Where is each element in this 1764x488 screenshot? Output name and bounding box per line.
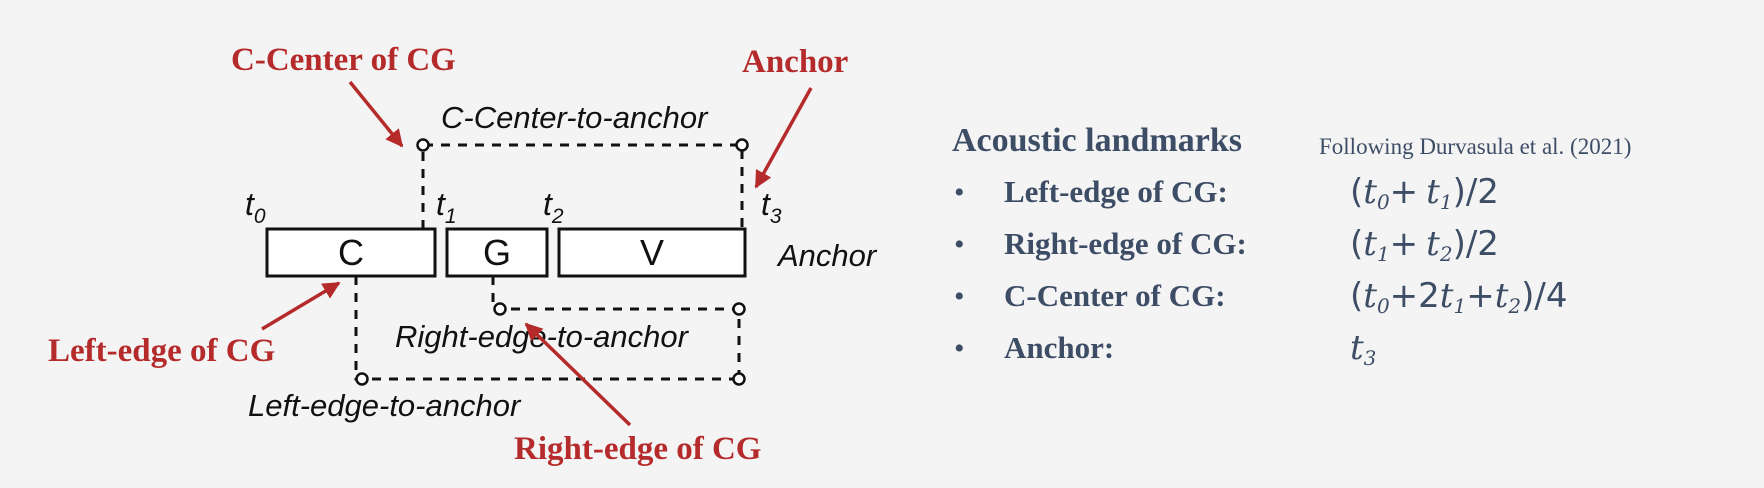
list-item: • Anchor: t3 [952,328,1752,382]
time-label-t3: t3 [761,186,782,228]
landmark-name: Right-edge of CG: [1004,226,1247,261]
landmark-name: Left-edge of CG: [1004,174,1228,209]
left-edge-arrow [261,281,341,331]
landmark-formula: t3 [1350,328,1377,370]
bullet: • [954,332,965,365]
segment-label-v: V [640,232,664,273]
anchor-arrow [754,87,813,189]
c-center-to-anchor-label: C-Center-to-anchor [441,100,709,135]
panel-title: Acoustic landmarks [952,122,1242,159]
landmark-name: C-Center of CG: [1004,278,1226,313]
left-edge-to-anchor-label: Left-edge-to-anchor [248,388,522,423]
landmark-name: Anchor: [1004,330,1115,365]
time-label-t1: t1 [436,186,457,228]
time-label-t2: t2 [543,186,564,228]
segment-box-g [445,227,549,278]
anchor-callout: Anchor [742,44,848,80]
panel-reference: Following Durvasula et al. (2021) [1319,134,1632,159]
c-center-callout: C-Center of CG [231,42,456,78]
c-center-bracket [421,143,744,229]
landmark-list: • Left-edge of CG: (t0+t1)/2 • Right-edg… [952,172,1752,382]
bullet: • [954,280,965,313]
segment-label-g: G [483,232,511,273]
segment-boxes: C G V [265,227,747,278]
bullet: • [954,176,965,209]
list-item: • Left-edge of CG: (t0+t1)/2 [952,172,1752,226]
left-edge-endpoint [355,372,369,386]
right-edge-arrow [524,322,632,427]
c-center-arrow [348,80,404,148]
c-center-endpoint [416,138,430,152]
right-edge-anchor-endpoint [732,302,746,316]
list-item: • C-Center of CG: (t0+2t1+t2)/4 [952,276,1752,330]
right-edge-bracket [491,276,741,379]
time-label-t0: t0 [245,186,266,228]
segment-box-c [265,227,437,278]
landmark-formula: (t0+t1)/2 [1350,172,1499,214]
timing-diagram: C G V t0 t1 t2 t3 Anchor C-Center-to-anc… [48,42,878,467]
left-edge-anchor-endpoint [732,372,746,386]
segment-box-v [557,227,747,278]
c-center-anchor-endpoint [735,138,749,152]
right-edge-to-anchor-label: Right-edge-to-anchor [395,319,690,354]
segment-label-c: C [338,232,364,273]
right-edge-endpoint [493,302,507,316]
acoustic-landmarks-panel: Acoustic landmarks Following Durvasula e… [952,122,1752,382]
anchor-side-label: Anchor [776,238,878,273]
left-edge-callout: Left-edge of CG [48,333,275,369]
panel-header: Acoustic landmarks Following Durvasula e… [952,122,1752,174]
bullet: • [954,228,965,261]
landmark-formula: (t1+t2)/2 [1350,224,1499,266]
right-edge-callout: Right-edge of CG [514,431,761,467]
landmark-formula: (t0+2t1+t2)/4 [1350,276,1568,318]
list-item: • Right-edge of CG: (t1+t2)/2 [952,224,1752,278]
